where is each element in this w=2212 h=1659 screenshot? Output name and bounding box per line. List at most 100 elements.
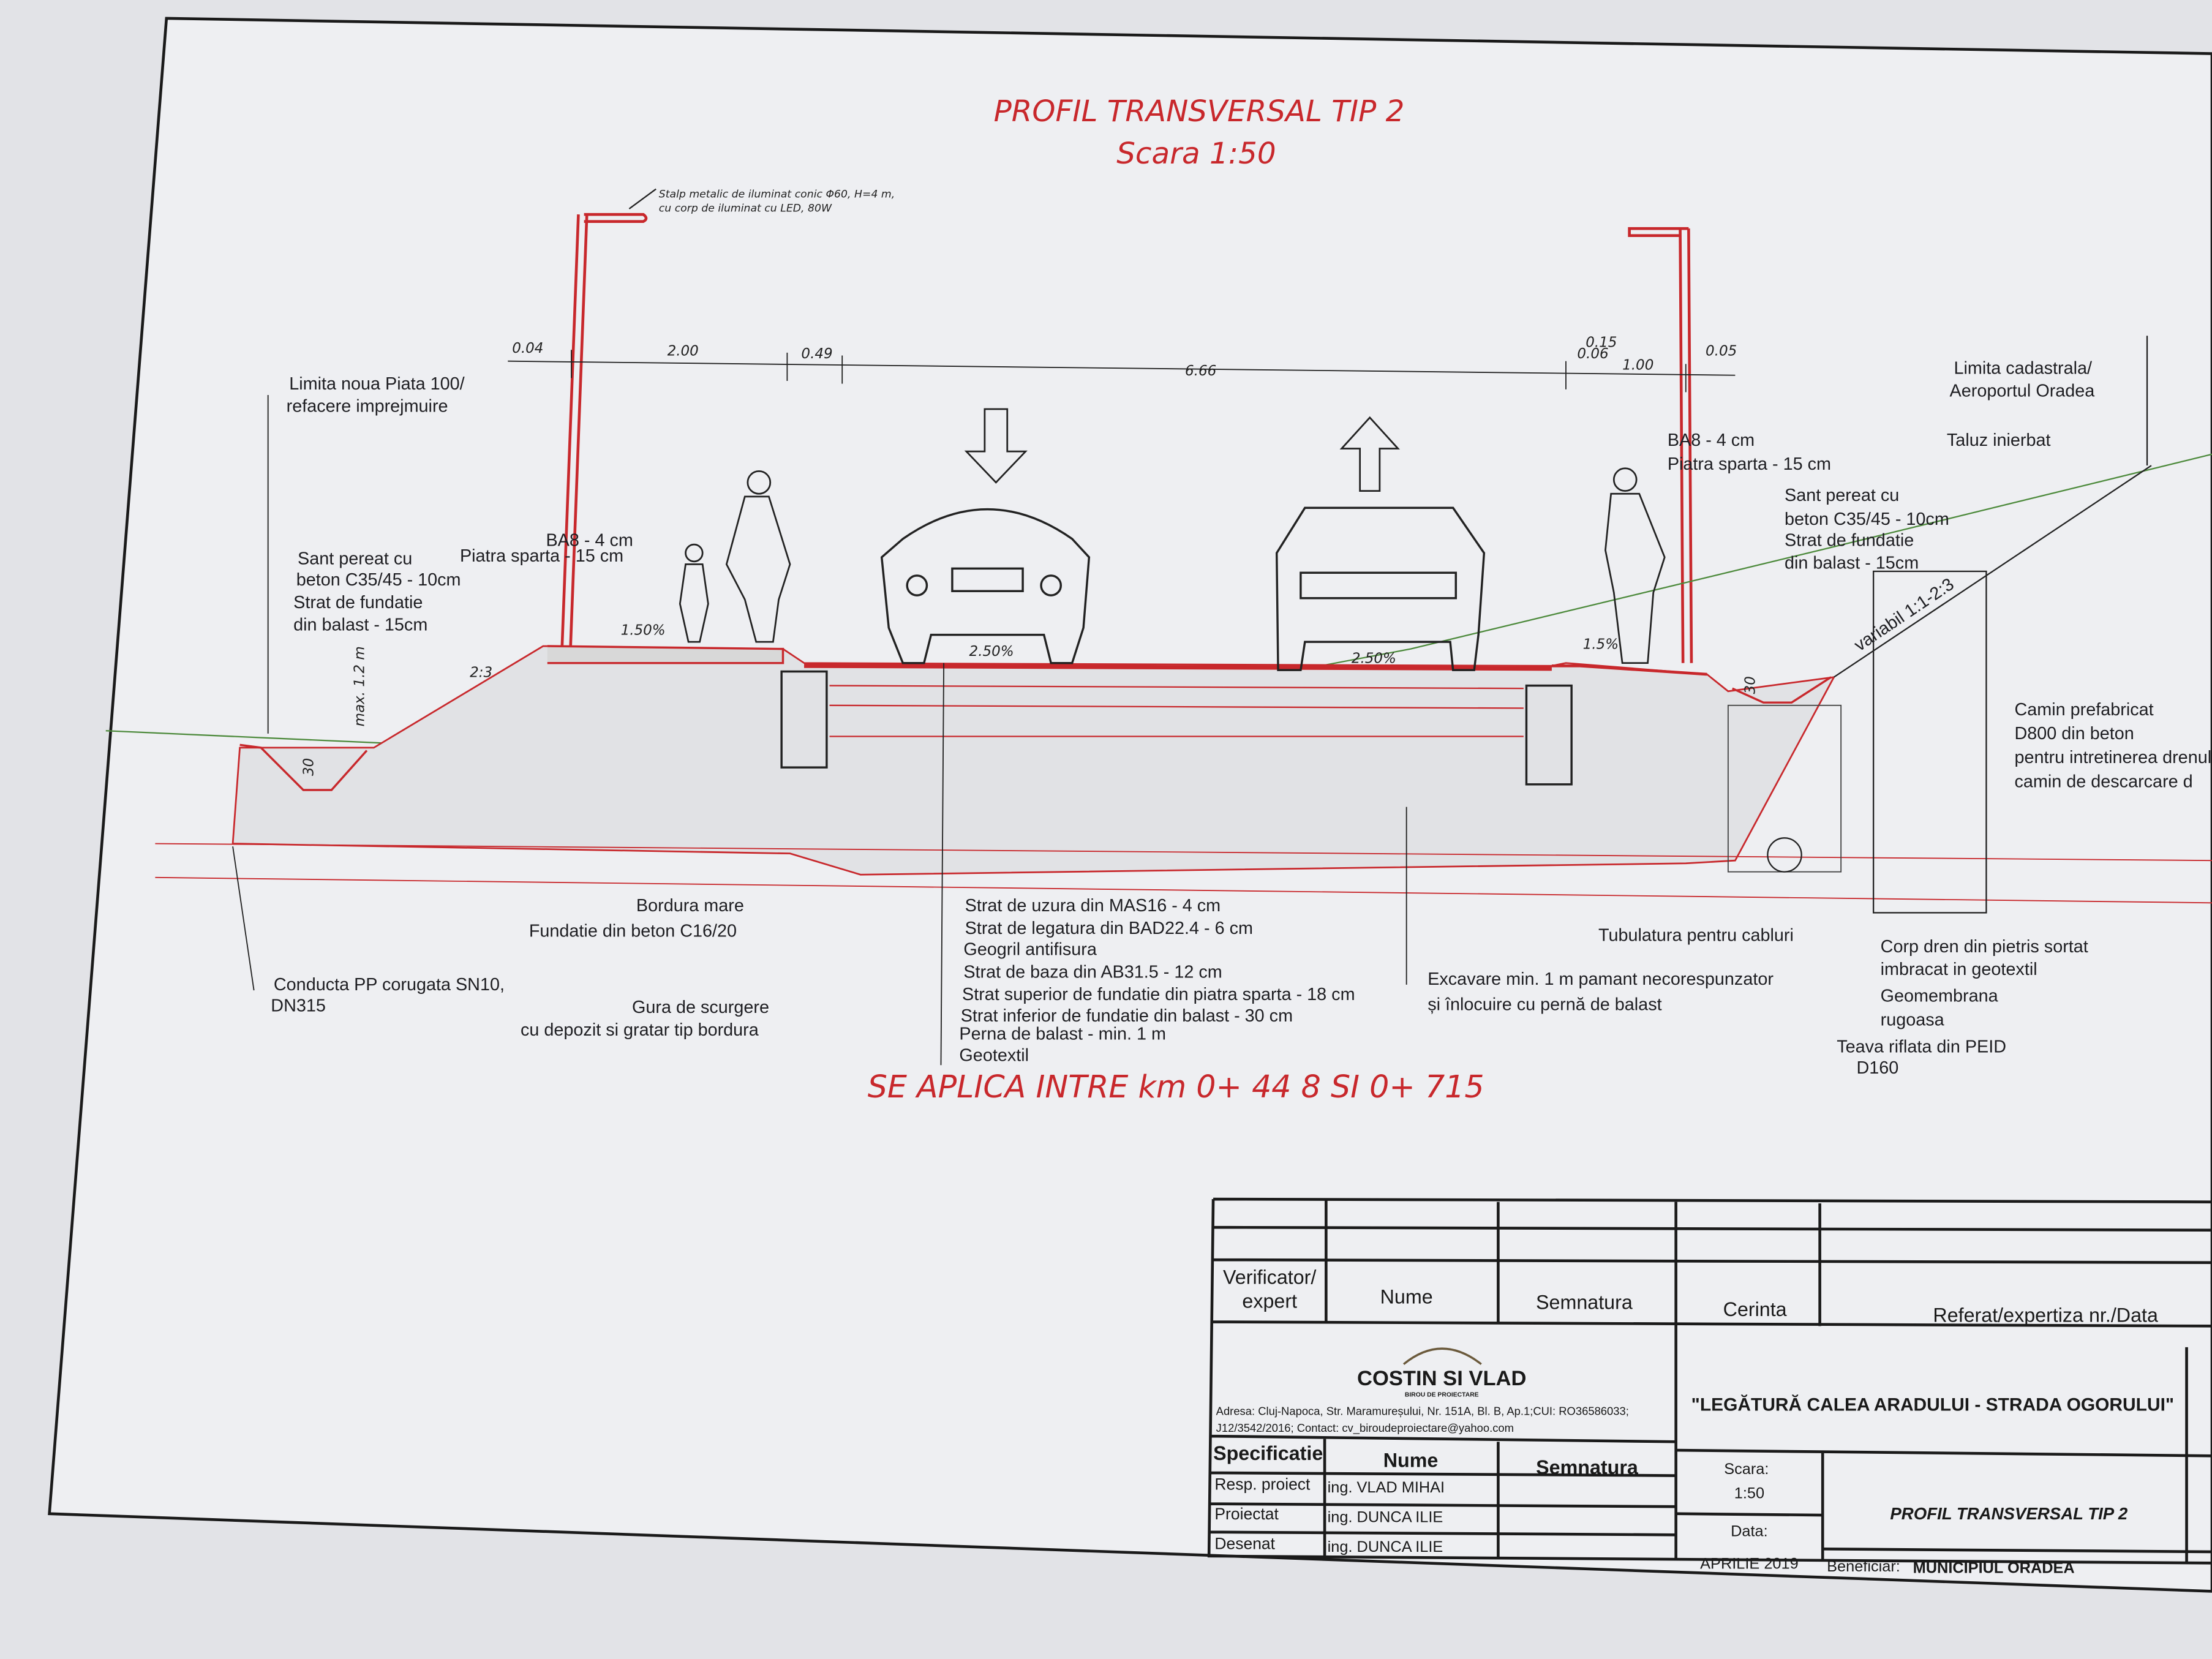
dimension-label: 0.15: [1586, 335, 1617, 351]
label-camin: Camin prefabricat: [2015, 700, 2154, 720]
tb-role: Proiectat: [1214, 1505, 1279, 1523]
label-piatra-left: Piatra sparta - 15 cm: [460, 546, 623, 566]
dimension-label: 0.06: [1577, 346, 1608, 362]
label-excavare: și înlocuire cu pernă de balast: [1428, 995, 1661, 1014]
pedestrian: [1604, 467, 1666, 664]
label-sant-left: beton C35/45 - 10cm: [296, 570, 461, 590]
title-block: [1207, 1197, 2212, 1565]
label-teava: D160: [1857, 1058, 1899, 1078]
inlet-grate-right: [1525, 684, 1573, 786]
layer-label: Strat de legatura din BAD22.4 - 6 cm: [965, 919, 1253, 938]
arrow-down-icon: [964, 408, 1028, 484]
label-geomembrana: Geomembrana: [1881, 987, 1998, 1006]
tb-semnatura: Semnatura: [1536, 1292, 1633, 1314]
label-corp-dren: Corp dren din pietris sortat: [1881, 937, 2088, 957]
label-limita-noua: refacere imprejmuire: [287, 397, 448, 416]
excavation-line: [155, 876, 2212, 904]
tb-scara-label: Scara:: [1724, 1461, 1769, 1478]
label-camin: D800 din beton: [2015, 724, 2134, 743]
company-name: COSTIN SI VLAD: [1357, 1367, 1526, 1390]
lamp-pole-left: [560, 213, 648, 663]
label-gura: Gura de scurgere: [632, 998, 769, 1017]
car-rear: [1275, 506, 1486, 671]
layer-label: Strat de baza din AB31.5 - 12 cm: [963, 962, 1222, 982]
slope-label: 2.50%: [1352, 651, 1396, 667]
label-camin: pentru intretinerea drenului: [2015, 748, 2212, 767]
dimension-label: 0.05: [1706, 344, 1737, 359]
pedestrian-adult-child: [679, 470, 791, 643]
slope-label: 1.5%: [1583, 637, 1619, 653]
slope-label: max. 1.2 m: [352, 646, 367, 726]
tb-verificator: expert: [1242, 1290, 1297, 1312]
label-ba8-left: BA8 - 4 cm: [546, 530, 633, 550]
tb-cerinta: Cerinta: [1723, 1298, 1787, 1320]
layer-label: Perna de balast - min. 1 m: [959, 1025, 1166, 1044]
dimension-label: 2.00: [668, 344, 699, 359]
slope-label: 30: [301, 758, 317, 776]
tb-spec-header: Specificatie: [1213, 1442, 1323, 1464]
label-bordura: Bordura mare: [636, 896, 744, 916]
ditch-left: [239, 743, 368, 791]
tb-role: Desenat: [1214, 1534, 1275, 1552]
tb-beneficiar-value: MUNICIPIUL ORADEA: [1913, 1559, 2075, 1576]
lamp-note: cu corp de iluminat cu LED, 80W: [659, 203, 832, 215]
car-front: [880, 508, 1091, 664]
tb-drawing-title: PROFIL TRANSVERSAL TIP 2: [1890, 1504, 2127, 1523]
project-name: "LEGĂTURĂ CALEA ARADULUI - STRADA OGORUL…: [1691, 1394, 2174, 1415]
company-address: Adresa: Cluj-Napoca, Str. Maramureșului,…: [1216, 1404, 1629, 1417]
manhole: [1872, 570, 1987, 914]
layer-label: Geogril antifisura: [963, 940, 1097, 960]
company-address: J12/3542/2016; Contact: cv_biroudeproiec…: [1216, 1421, 1514, 1435]
label-conducta: Conducta PP corugata SN10,: [274, 975, 505, 995]
tb-nume: Nume: [1380, 1286, 1433, 1308]
tb-person: ing. DUNCA ILIE: [1328, 1538, 1443, 1556]
tb-semn-header: Semnatura: [1536, 1456, 1639, 1478]
company-logo-icon: [1402, 1347, 1482, 1365]
label-conducta: DN315: [271, 996, 326, 1016]
lamp-note-leader: [628, 188, 656, 209]
arrow-up-icon: [1339, 416, 1400, 492]
label-fundatie-beton: Fundatie din beton C16/20: [529, 922, 737, 941]
pavement-layers: [804, 663, 1552, 671]
leader-line: [232, 846, 255, 991]
sidewalk-left: [547, 645, 784, 664]
ditch-right: [1732, 676, 1832, 704]
tb-referat: Referat/expertiza nr./Data: [1933, 1304, 2158, 1326]
label-limita-noua: Limita noua Piata 100/: [289, 374, 464, 394]
label-sant-left: din balast - 15cm: [293, 615, 427, 635]
drawing-title: PROFIL TRANSVERSAL TIP 2: [994, 94, 1405, 129]
drawing-scale: Scara 1:50: [1116, 137, 1276, 171]
leader-line: [940, 663, 945, 1066]
layer-label: Strat inferior de fundatie din balast - …: [961, 1006, 1293, 1026]
layer-label: Strat de uzura din MAS16 - 4 cm: [965, 896, 1221, 916]
label-teava: Teava riflata din PEID: [1837, 1037, 2006, 1056]
tb-nume-header: Nume: [1383, 1450, 1439, 1472]
pavement-layers: [829, 685, 1524, 690]
sidewalk-right: [1551, 664, 1707, 676]
dimension-label: 0.49: [801, 346, 832, 362]
layer-list: Strat de uzura din MAS16 - 4 cm Strat de…: [959, 896, 1355, 1065]
slope-label: 1.50%: [621, 623, 666, 639]
label-limita-cadastrala: Aeroportul Oradea: [1950, 381, 2095, 401]
label-gura: cu depozit si gratar tip bordura: [521, 1020, 759, 1040]
label-camin: camin de descarcare d: [2015, 772, 2193, 791]
dimension-label: 1.00: [1622, 358, 1653, 374]
tb-person: ing. DUNCA ILIE: [1328, 1509, 1443, 1526]
tb-role: Resp. proiect: [1214, 1475, 1311, 1494]
label-sant-right: beton C35/45 - 10cm: [1785, 510, 1949, 529]
tb-scara-value: 1:50: [1734, 1484, 1764, 1502]
label-geomembrana: rugoasa: [1881, 1010, 1944, 1030]
label-piatra-right: Piatra sparta - 15 cm: [1668, 454, 1831, 474]
tb-verificator: Verificator/: [1223, 1266, 1316, 1288]
layer-label: Geotextil: [959, 1045, 1029, 1065]
layer-label: Strat superior de fundatie din piatra sp…: [962, 985, 1355, 1004]
label-excavare: Excavare min. 1 m pamant necorespunzator: [1428, 969, 1774, 989]
dimension-label: 6.66: [1185, 363, 1216, 379]
label-limita-cadastrala: Limita cadastrala/: [1954, 358, 2092, 378]
label-sant-right: din balast - 15cm: [1785, 553, 1919, 573]
slope-label: 2.50%: [969, 644, 1014, 660]
lamp-note: Stalp metalic de iluminat conic Φ60, H=4…: [659, 189, 895, 201]
label-corp-dren: imbracat in geotextil: [1881, 960, 2037, 979]
label-ba8-right: BA8 - 4 cm: [1668, 431, 1755, 450]
tb-data-label: Data:: [1731, 1523, 1768, 1540]
